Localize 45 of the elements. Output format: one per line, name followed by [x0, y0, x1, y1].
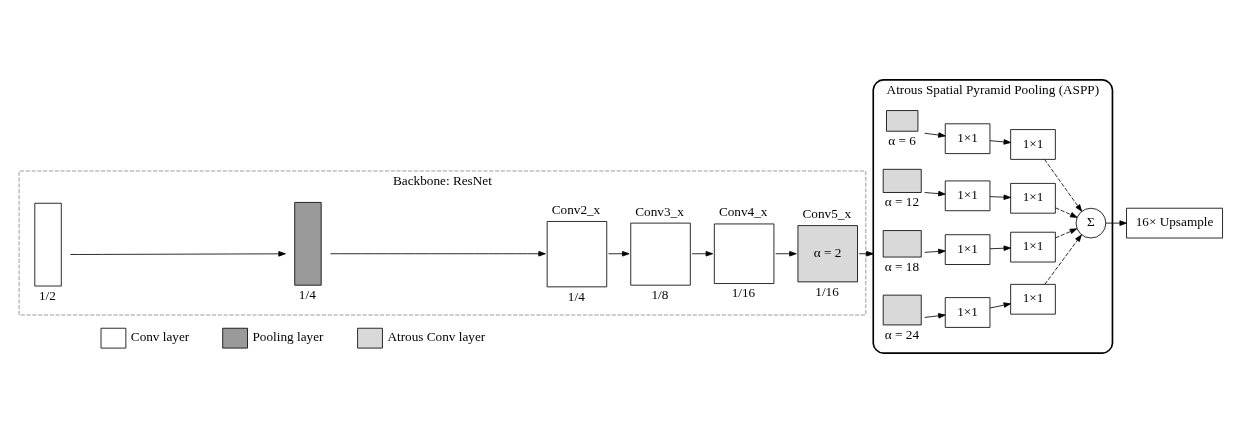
- arrow: [1055, 227, 1078, 238]
- legend-label: Pooling layer: [252, 328, 324, 344]
- node-box: 1×1: [1010, 283, 1056, 315]
- node-box: 16× Upsample: [1126, 207, 1223, 238]
- arrow: [691, 250, 714, 256]
- legend-label: Conv layer: [130, 328, 190, 344]
- node-box: 1×1: [944, 180, 991, 211]
- node-label: α = 12: [884, 193, 920, 209]
- node-box: 1×1: [1010, 231, 1056, 262]
- node-box: 1×1: [944, 233, 991, 265]
- node-label: 1/4: [567, 288, 585, 304]
- arrow: [1055, 206, 1078, 218]
- arrow: [989, 245, 1012, 251]
- arrow: [1105, 219, 1127, 226]
- arrow: [989, 193, 1012, 200]
- node-circle: Σ: [1075, 207, 1107, 238]
- node-box: 1×1: [944, 122, 991, 154]
- node-box: 1×1: [944, 296, 991, 328]
- arrow: [924, 312, 946, 318]
- node-label: Conv5_x: [802, 205, 852, 221]
- arrow: [1044, 158, 1083, 212]
- node-label: 1/8: [651, 286, 669, 302]
- arrow: [1044, 233, 1082, 285]
- node-box: 1×1: [1010, 182, 1056, 214]
- node-label: Conv4_x: [718, 203, 768, 219]
- arrow: [70, 250, 286, 257]
- arrow: [608, 250, 630, 256]
- node-label: Conv2_x: [551, 201, 601, 217]
- arrow: [989, 301, 1012, 308]
- node-label: 1/16: [731, 284, 756, 300]
- arrow: [330, 250, 546, 256]
- node-label: Conv3_x: [635, 203, 684, 219]
- node-label: α = 6: [888, 132, 916, 148]
- arrow: [775, 250, 797, 256]
- node-label: α = 24: [884, 326, 920, 342]
- arrow: [924, 248, 946, 254]
- node-label: α = 18: [884, 258, 920, 274]
- node-label: 1/2: [38, 287, 56, 303]
- node-box: 1×1: [1010, 128, 1056, 160]
- arrow: [989, 138, 1012, 145]
- node-label: 1/4: [298, 286, 316, 302]
- legend-label: Atrous Conv layer: [387, 328, 486, 344]
- arrow: [924, 190, 946, 196]
- arrow: [924, 131, 946, 138]
- node-label: 1/16: [815, 283, 839, 299]
